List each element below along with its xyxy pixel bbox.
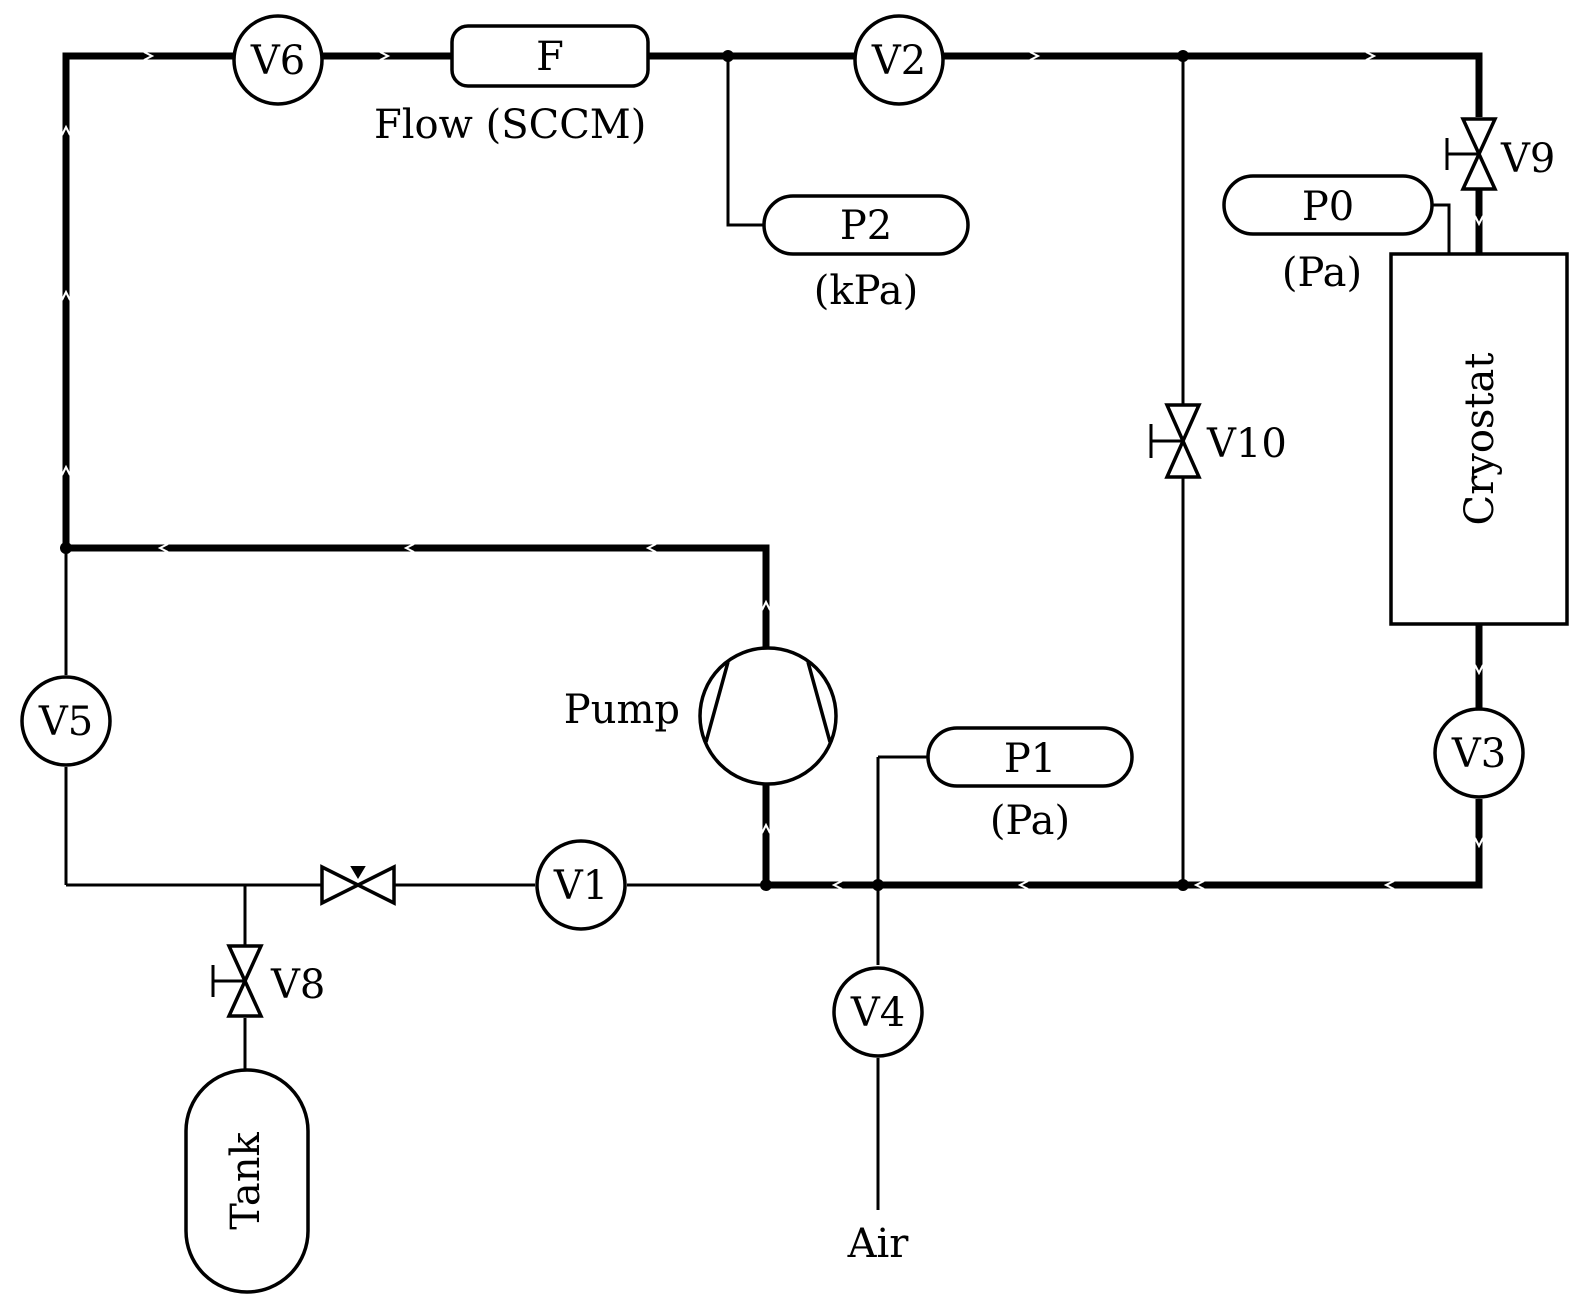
junction-dot [60,542,72,554]
gauge-p2-unit: (kPa) [814,268,918,314]
flow-arrow [761,599,771,611]
pipe-pump-outlet [66,544,770,648]
needle-valve-stem [350,866,366,879]
flow-arrow [157,543,169,553]
valve-v6[interactable]: V6 [232,14,324,106]
valve-v8-label: V8 [270,962,325,1008]
pipe-bottom-main [766,799,1483,889]
flow-arrow [61,124,71,136]
flow-arrow [1383,880,1395,890]
valve-v9-label: V9 [1500,136,1555,182]
gauge-p1: P1 [926,726,1134,788]
flow-arrow [1474,664,1484,676]
thin-pipes [64,56,1451,1210]
flow-meter-label: F [536,34,564,80]
gauge-p0-unit: (Pa) [1282,250,1362,296]
flow-arrow [645,543,657,553]
valve-v3[interactable]: V3 [1433,707,1525,799]
valve-v1[interactable]: V1 [535,839,627,931]
cryostat-label: Cryostat [1457,353,1503,526]
pipe-top-loop [62,52,1483,548]
gauge-p2: P2 [762,194,970,256]
air-inlet-label: Air [847,1221,910,1267]
valve-v1-label: V1 [553,863,608,909]
pump [698,646,838,786]
flow-arrow [61,289,71,301]
valve-v5-label: V5 [38,699,93,745]
valve-v4[interactable]: V4 [832,966,924,1058]
junction-dot [1177,879,1189,891]
valve-v9-handle [1445,138,1479,170]
junction-dot [760,879,772,891]
tank-label: Tank [223,1132,269,1230]
flow-arrow [1474,215,1484,227]
valve-v6-label: V6 [250,38,305,84]
gauge-p0-label: P0 [1302,184,1354,230]
junction-dot [1177,50,1189,62]
flow-arrow [1474,837,1484,849]
flow-meter: F [450,24,650,88]
junction-dot [872,879,884,891]
valve-v3-label: V3 [1451,731,1506,777]
flow-arrow [831,880,843,890]
flow-arrow [761,822,771,834]
valve-v10-label: V10 [1206,421,1287,467]
pump-symbol-lines [704,661,832,743]
pump-label: Pump [564,687,680,733]
flow-arrow [403,543,415,553]
valve-v8[interactable]: V8 [211,944,325,1018]
flow-arrow [1365,51,1377,61]
junction-dot [722,50,734,62]
flow-meter-caption: Flow (SCCM) [374,102,646,148]
flow-arrow [1029,51,1041,61]
pipe-p0-tap [1432,203,1451,254]
valve-v10-handle [1149,424,1183,458]
flow-arrow [143,51,155,61]
flow-arrow [1017,880,1029,890]
valve-v8-handle [211,965,245,997]
valve-v5[interactable]: V5 [20,675,112,767]
gauge-p1-label: P1 [1004,736,1056,782]
valve-v9[interactable]: V9 [1445,117,1555,191]
flow-arrow [61,464,71,476]
valve-v4-label: V4 [850,990,905,1036]
valve-v2-label: V2 [871,38,926,84]
valve-v10[interactable]: V10 [1149,403,1287,479]
junctions [60,50,1189,891]
gauge-p1-unit: (Pa) [990,798,1070,844]
flow-arrow [1193,880,1205,890]
tank: Tank [184,1068,310,1294]
gauge-p2-label: P2 [840,203,892,249]
needle-valve[interactable] [320,864,396,906]
flow-arrows [61,51,1484,890]
cryostat: Cryostat [1389,252,1569,626]
pipe-p2-tap [726,56,764,227]
valve-v2[interactable]: V2 [853,14,945,106]
gauge-p0: P0 [1222,174,1434,236]
flow-arrow [379,51,391,61]
